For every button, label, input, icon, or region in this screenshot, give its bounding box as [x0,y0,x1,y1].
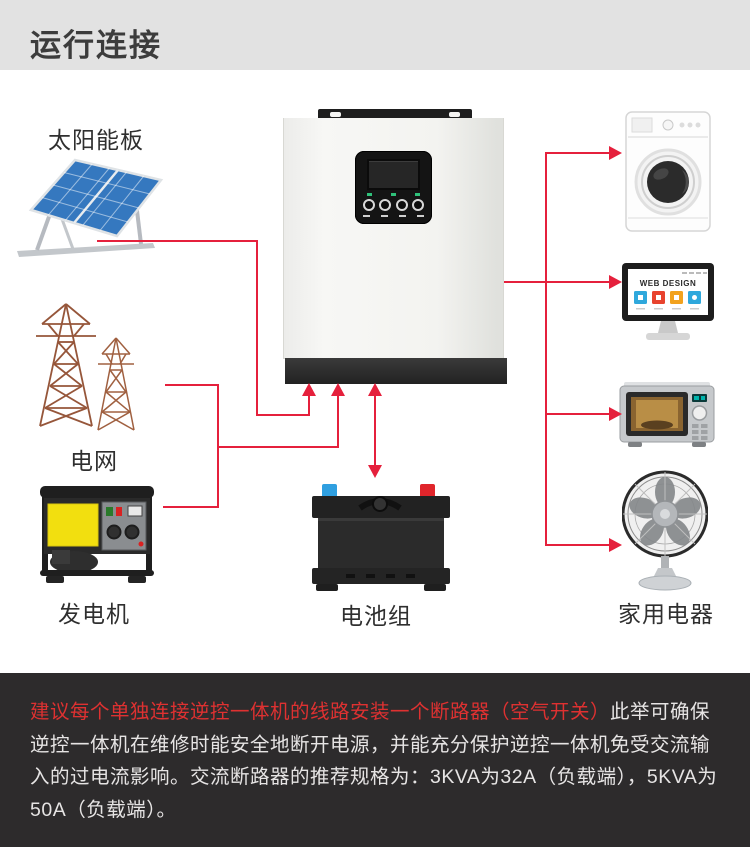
grid-label: 电网 [70,448,118,474]
arrow-to-fan [609,538,622,552]
line-battery-shaft [374,396,376,466]
inverter-button [363,199,375,211]
line-generator-horizontal [163,506,219,508]
bracket-slot [449,112,460,117]
solar-panel-label: 太阳能板 [48,127,144,153]
arrow-ac-to-inverter [331,383,345,396]
line-solar-horizontal-2 [256,414,310,416]
battery-label: 电池组 [340,603,412,629]
appliances-label: 家用电器 [618,601,714,627]
inverter-button [411,199,424,211]
arrow-solar-to-inverter [302,383,316,396]
inverter-buttons [363,199,424,211]
header-bar [0,0,750,70]
breaker-note-highlight: 建议每个单独连接逆控一体机的线路安装一个断路器（空气开关） [30,701,611,723]
monitor-icon: WEB DESIGN [622,263,714,340]
line-appliances-vertical [545,152,547,546]
monitor-screen-text: WEB DESIGN [640,279,697,288]
line-ac-arrow-shaft [337,396,339,448]
solar-panel-icon [17,158,164,257]
line-grid-horizontal [165,384,219,386]
battery-icon [312,484,450,591]
inverter-lcd-screen [367,159,420,190]
line-ac-horizontal [217,446,339,448]
line-solar-horizontal [97,240,258,242]
inverter-base [285,358,507,384]
inverter-mount-bracket [318,109,472,120]
fan-icon [622,470,708,591]
inverter-button-labels [363,215,424,217]
arrow-battery-to-inverter [368,383,382,396]
arrow-to-monitor [609,275,622,289]
line-washer-branch [545,152,609,154]
arrow-to-washer [609,146,622,160]
line-solar-arrow-shaft [308,396,310,416]
arrow-inverter-to-battery [368,465,382,478]
page-title: 运行连接 [30,28,162,63]
line-output-horizontal [504,281,609,283]
power-grid-icon [36,303,135,431]
inverter-button [379,199,392,211]
washing-machine-icon [625,111,711,232]
inverter-control-panel [355,151,432,224]
generator-icon [40,486,154,583]
line-solar-vertical [256,240,258,416]
led [415,193,420,196]
breaker-note-body: 此举可确保逆控一体机在维修时能安全地断开电源，并能充分保护逆控一体机免受交流输入… [30,701,718,821]
breaker-note: 建议每个单独连接逆控一体机的线路安装一个断路器（空气开关）此举可确保逆控一体机在… [0,673,750,847]
led [367,193,372,196]
generator-label: 发电机 [58,601,130,627]
inverter-button [395,199,408,211]
led [391,193,396,196]
line-microwave-branch [545,413,609,415]
bracket-slot [330,112,341,117]
microwave-icon [619,382,715,447]
arrow-to-microwave [609,407,622,421]
inverter-indicator-leds [367,193,420,196]
line-fan-branch [545,544,609,546]
